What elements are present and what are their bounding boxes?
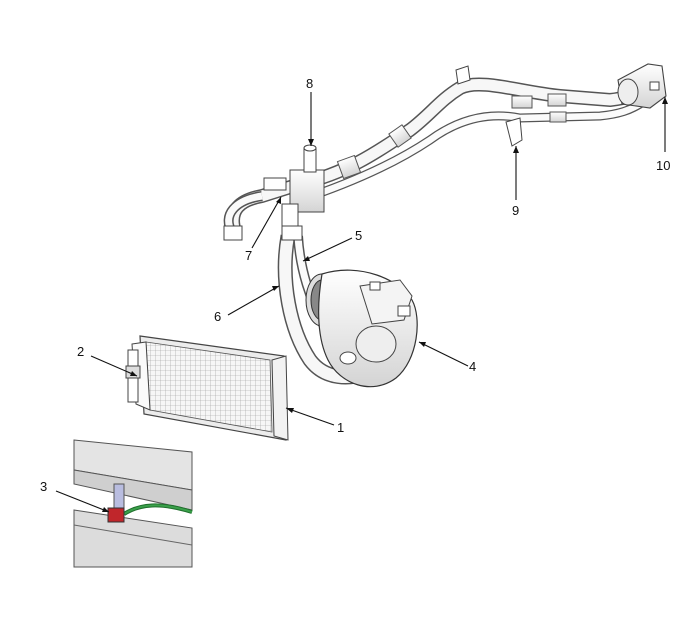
- svg-text:1: 1: [337, 420, 344, 435]
- refrigerant-line-assembly: [223, 63, 667, 241]
- pressure-sensor-inset: [73, 437, 193, 568]
- svg-text:9: 9: [512, 203, 519, 218]
- callout-7: 7: [245, 196, 282, 263]
- callout-2: 2: [77, 344, 138, 377]
- svg-text:2: 2: [77, 344, 84, 359]
- callout-9: 9: [512, 146, 519, 218]
- callout-8: 8: [306, 76, 314, 146]
- svg-text:8: 8: [306, 76, 313, 91]
- svg-text:7: 7: [245, 248, 252, 263]
- svg-text:6: 6: [214, 309, 221, 324]
- service-port-block: [263, 144, 325, 237]
- callout-4: 4: [418, 341, 476, 374]
- expansion-valve: [617, 63, 667, 109]
- callout-6: 6: [214, 285, 280, 324]
- svg-text:10: 10: [656, 158, 670, 173]
- callout-3: 3: [40, 479, 110, 513]
- callout-10: 10: [656, 97, 670, 173]
- svg-text:4: 4: [469, 359, 476, 374]
- svg-text:5: 5: [355, 228, 362, 243]
- callout-1: 1: [285, 407, 344, 435]
- svg-text:3: 3: [40, 479, 47, 494]
- condenser: [131, 335, 289, 441]
- compressor: [305, 269, 418, 388]
- callout-5: 5: [302, 228, 362, 262]
